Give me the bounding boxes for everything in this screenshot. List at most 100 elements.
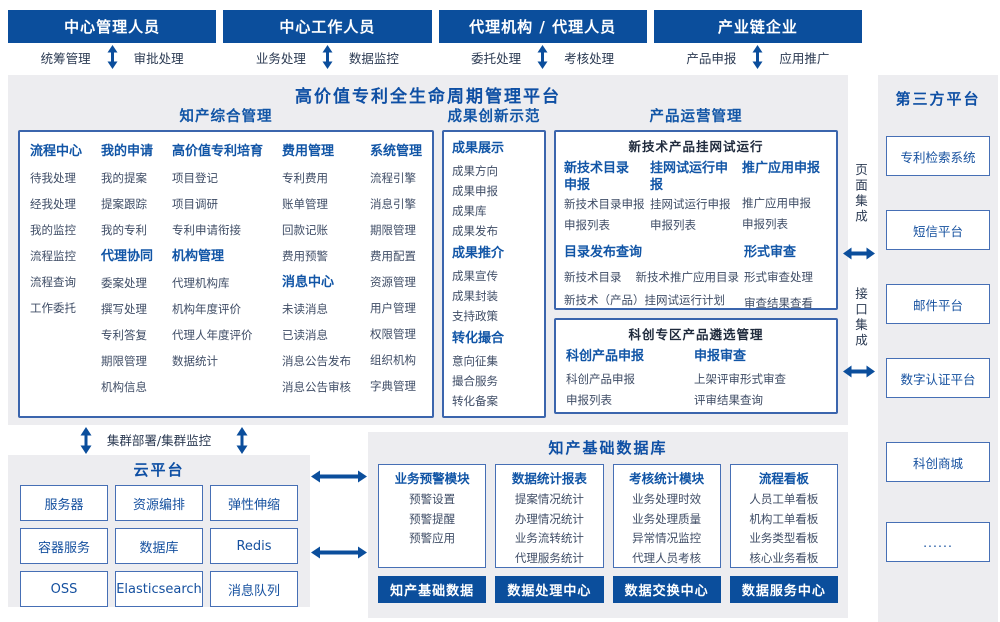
cloud-item: 弹性伸缩 [210,485,298,521]
column-system-management: 系统管理 流程引擎消息引擎期限管理费用配置资源管理用户管理权限管理组织机构字典管… [370,138,422,410]
third-party-item: ...... [886,522,990,562]
group-item: 业务流转统计 [514,531,584,545]
group-item: 提案情况统计 [514,492,584,506]
group-items: 委案处理撰写处理专利答复期限管理机构信息 [101,270,153,400]
group-item: 业务类型看板 [749,531,819,545]
group-item: 账单管理 [282,197,328,211]
group-item: 代理人员考核 [632,550,702,565]
group-item: 我的提案 [101,171,147,185]
group-items: 科创产品申报申报列表 [566,369,694,411]
section-ip-management: 知产综合管理 流程中心 待我处理经我处理我的监控流程监控流程查询工作委托 我的申… [18,105,434,418]
vertical-double-arrow-icon [107,45,118,69]
group-item: 流程引擎 [369,171,416,185]
cloud-item: 资源编排 [115,485,203,521]
cluster-label: 集群部署/集群监控 [106,433,212,448]
group-item: 评审结果查询 [694,393,763,407]
group-item: 我的监控 [30,223,76,237]
group-item: 经我处理 [30,197,76,211]
group-item: 工作委托 [30,301,76,315]
section-product-operation: 产品运营管理 新技术产品挂网试运行 新技术目录申报 新技术目录申报申报列表 挂网… [554,105,838,414]
group-items: 提案情况统计办理情况统计业务流转统计代理服务统计 [498,490,600,568]
group-item: 期限管理 [101,354,147,368]
db-footer-bar: 知产基础数据 [378,576,487,603]
group-item: 字典管理 [369,379,416,393]
group-title: 目录发布查询 [564,245,643,260]
column-my-application: 我的申请 我的提案提案跟踪我的专利 代理协同 委案处理撰写处理专利答复期限管理机… [101,138,153,410]
group-title: 推广应用申报 [742,161,821,176]
group-title: 流程看板 [758,471,809,486]
group-title: 机构管理 [172,249,225,264]
kc-row: 科创产品申报 科创产品申报申报列表 申报审查 上架评审形式审查评审结果查询 [566,345,826,411]
vertical-double-arrow-icon [752,45,763,69]
db-module-kanban: 流程看板 人员工单看板机构工单看板业务类型看板核心业务看板 [729,464,838,568]
actor-title: 代理机构 / 代理人员 [438,10,647,43]
group-title: 考核统计模块 [629,471,705,486]
actor-action-left: 产品申报 [686,50,737,66]
group-items: 新技术目录申报申报列表 [564,194,645,236]
section-title: 成果创新示范 [447,109,541,125]
achievement-box: 成果展示 成果方向成果申报成果库成果发布 成果推介 成果宣传成果封装支持政策 转… [442,130,546,418]
group-item: 新技术目录申报 [564,197,645,211]
database-panel: 知产基础数据库 业务预警模块 预警设置预警提醒预警应用 数据统计报表 提案情况统… [368,432,848,618]
horizontal-double-arrow-icon [843,247,875,260]
group-item: 专利费用 [282,171,328,185]
group-title: 转化撮合 [452,331,505,346]
group-item: 专利申请衔接 [172,223,241,237]
group-title: 成果展示 [452,141,505,156]
group-item: 上架评审形式审查 [694,372,786,386]
actor-labels: 委托处理 考核处理 [439,43,647,71]
group-items: 挂网试运行申报申报列表 [650,194,731,236]
platform-panel: 高价值专利全生命周期管理平台 知产综合管理 流程中心 待我处理经我处理我的监控流… [8,75,848,425]
group-item: 专利答复 [101,328,147,342]
db-module-assessment: 考核统计模块 业务处理时效业务处理质量异常情况监控代理人员考核 [612,464,721,568]
vertical-double-arrow-icon [236,427,248,454]
group-item: 科创产品申报 [566,372,635,386]
group-item: 代理机构库 [172,276,230,290]
group-item: 成果库 [452,204,487,218]
group-item: 我的专利 [101,223,147,237]
actor-action-right: 审批处理 [133,50,184,66]
group-item: 已读消息 [282,328,328,342]
group-title: 申报审查 [694,349,747,364]
cloud-item: 服务器 [20,485,108,521]
column-patent-cultivation: 高价值专利培育 项目登记项目调研专利申请衔接 机构管理 代理机构库机构年度评价代… [172,138,263,410]
third-party-list: 专利检索系统短信平台邮件平台数字认证平台科创商城...... [878,136,998,596]
group-item: 异常情况监控 [632,531,702,545]
subsection-title: 新技术产品挂网试运行 [628,139,764,154]
vertical-double-arrow-icon [322,45,333,69]
group-item: 撮合服务 [452,374,498,388]
actor-action-right: 应用推广 [779,50,830,66]
actor-action-left: 委托处理 [471,50,522,66]
group-item: 待我处理 [30,171,76,185]
db-module-statistics: 数据统计报表 提案情况统计办理情况统计业务流转统计代理服务统计 [495,464,604,568]
group-catalog-apply: 新技术目录申报 新技术目录申报申报列表 [564,157,645,236]
column-fee-management: 费用管理 专利费用账单管理回款记账费用预警 消息中心 未读消息已读消息消息公告发… [282,138,351,410]
group-item: 回款记账 [282,223,328,237]
database-footer: 知产基础数据数据处理中心数据交换中心数据服务中心 [368,568,848,603]
section-title: 产品运营管理 [649,109,743,125]
group-title: 高价值专利培育 [172,144,264,159]
group-item: 新技术（产品）挂网试运行计划 [564,293,725,307]
group-item: 期限管理 [369,223,416,237]
third-party-panel: 第三方平台 专利检索系统短信平台邮件平台数字认证平台科创商城...... [878,75,998,622]
group-title: 数据统计报表 [511,471,587,486]
integration-column: 页面集成 接口集成 [843,75,877,425]
third-party-item: 专利检索系统 [886,136,990,176]
group-item: 用户管理 [369,301,416,315]
ip-management-box: 流程中心 待我处理经我处理我的监控流程监控流程查询工作委托 我的申请 我的提案提… [18,130,434,418]
api-integration-label: 接口集成 [853,287,868,349]
cloud-item: Elasticsearch [115,571,203,607]
actors-row: 中心管理人员 统筹管理 审批处理 中心工作人员 业务处理 数据监控 代理机构 /… [8,10,862,71]
actor: 中心管理人员 统筹管理 审批处理 [8,10,217,71]
group-title: 新技术目录申报 [564,161,630,193]
group-items: 我的提案提案跟踪我的专利 [101,165,153,243]
actor: 中心工作人员 业务处理 数据监控 [223,10,432,71]
actor-action-left: 业务处理 [255,50,306,66]
group-item: 成果发布 [452,224,498,238]
platform-title: 高价值专利全生命周期管理平台 [295,87,561,107]
group-item: 代理服务统计 [514,550,584,565]
group-item: 核心业务看板 [749,550,819,565]
horizontal-double-arrow-icon [843,365,875,378]
group-item: 提案跟踪 [101,197,147,211]
group-item: 成果宣传 [452,269,498,283]
